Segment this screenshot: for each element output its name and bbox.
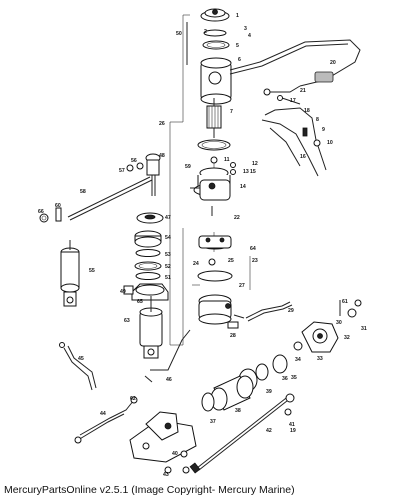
callout-4: 4: [248, 33, 251, 39]
callout-14: 14: [240, 184, 246, 190]
callout-66: 66: [38, 209, 44, 215]
hydraulic-lines: [59, 301, 293, 444]
left-cylinder: [60, 240, 80, 307]
copyright-footer: MercuryPartsOnline v2.5.1 (Image Copyrig…: [4, 484, 295, 496]
mount-assembly: [129, 393, 295, 474]
callout-17: 17: [290, 98, 296, 104]
end-cap-assembly: [190, 139, 236, 216]
valve-body: [197, 235, 245, 329]
callout-51: 51: [165, 275, 171, 281]
callout-18: 18: [304, 108, 310, 114]
exploded-parts-diagram: 1 2 3 4 5 6 7 8 9 10 11 12 13 14 15 16 1…: [38, 8, 367, 478]
callout-41: 41: [289, 422, 295, 428]
callout-28: 28: [230, 333, 236, 339]
callout-59: 59: [185, 164, 191, 170]
callout-23: 23: [252, 258, 258, 264]
callout-38: 38: [235, 408, 241, 414]
callout-40: 40: [172, 451, 178, 457]
callout-39: 39: [266, 389, 272, 395]
left-rod-assembly: [39, 153, 161, 223]
callout-48: 48: [159, 153, 165, 159]
callout-1: 1: [236, 13, 239, 19]
callout-13: 13: [243, 169, 249, 175]
callout-56: 56: [131, 158, 137, 164]
callout-26: 26: [159, 121, 165, 127]
callout-3: 3: [244, 26, 247, 32]
pump-column: [123, 212, 169, 359]
callout-35: 35: [291, 375, 297, 381]
callout-49: 49: [120, 289, 126, 295]
callout-47: 47: [165, 215, 171, 221]
callout-54: 54: [165, 235, 171, 241]
callout-22: 22: [234, 215, 240, 221]
callout-57: 57: [119, 168, 125, 174]
callout-37: 37: [210, 419, 216, 425]
callout-60: 60: [55, 203, 61, 209]
callout-32: 32: [344, 335, 350, 341]
callout-52: 52: [165, 264, 171, 270]
callout-8: 8: [316, 117, 319, 123]
callout-63: 63: [124, 318, 130, 324]
callout-42: 42: [266, 428, 272, 434]
callout-31: 31: [361, 326, 367, 332]
callout-33: 33: [317, 356, 323, 362]
callout-labels: 1 2 3 4 5 6 7 8 9 10 11 12 13 14 15 16 1…: [38, 13, 367, 478]
callout-25: 25: [228, 258, 234, 264]
callout-9: 9: [322, 127, 325, 133]
callout-53: 53: [165, 252, 171, 258]
callout-5: 5: [236, 43, 239, 49]
callout-21: 21: [300, 88, 306, 94]
callout-36: 36: [282, 376, 288, 382]
callout-29: 29: [288, 308, 294, 314]
callout-34: 34: [295, 357, 301, 363]
callout-62: 62: [130, 396, 136, 402]
callout-58: 58: [80, 189, 86, 195]
callout-7: 7: [230, 109, 233, 115]
callout-46: 46: [166, 377, 172, 383]
callout-24: 24: [193, 261, 199, 267]
callout-50: 50: [176, 31, 182, 37]
callout-19: 19: [290, 428, 296, 434]
callout-16: 16: [300, 154, 306, 160]
callout-20: 20: [330, 60, 336, 66]
callout-15: 15: [250, 169, 256, 175]
callout-55: 55: [89, 268, 95, 274]
callout-43: 43: [163, 472, 169, 478]
callout-30: 30: [336, 320, 342, 326]
callout-10: 10: [327, 140, 333, 146]
callout-11: 11: [224, 157, 230, 163]
reservoir-assembly: [201, 299, 362, 412]
callout-12: 12: [252, 161, 258, 167]
callout-6: 6: [238, 57, 241, 63]
top-assembly: [186, 8, 361, 177]
callout-65: 65: [137, 299, 143, 305]
callout-61: 61: [342, 299, 348, 305]
callout-45: 45: [78, 356, 84, 362]
callout-2: 2: [204, 29, 207, 35]
callout-64: 64: [250, 246, 256, 252]
callout-44: 44: [100, 411, 106, 417]
callout-27: 27: [239, 283, 245, 289]
